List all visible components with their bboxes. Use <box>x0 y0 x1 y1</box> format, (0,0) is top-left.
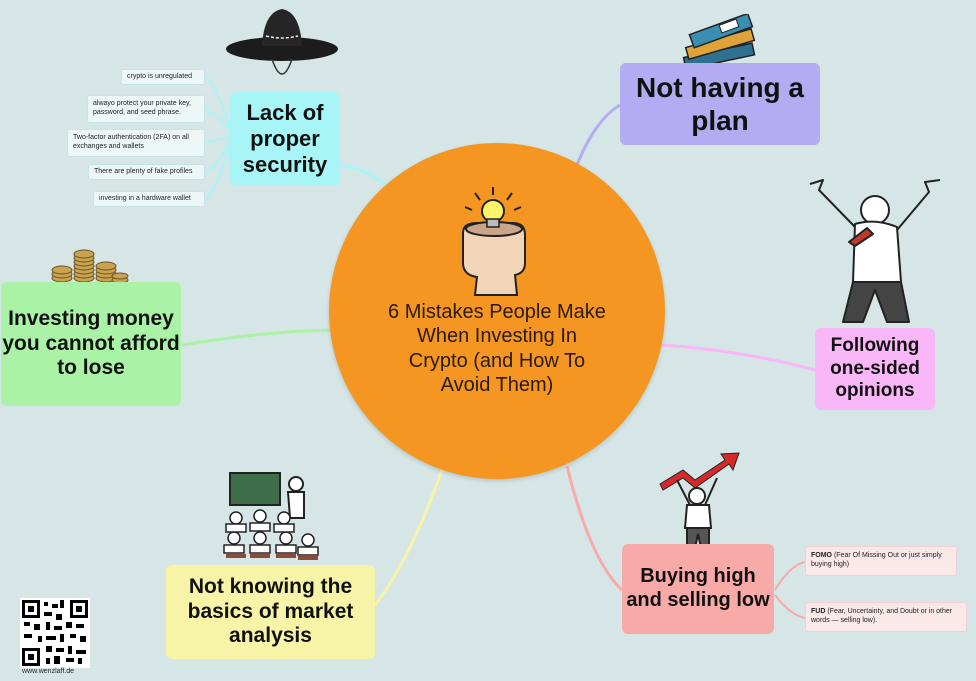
branch-lack-of-security-label: Lack of proper security <box>242 100 328 177</box>
branch-buying-high-label: Buying high and selling low <box>626 565 770 611</box>
branch-one-sided-opinions[interactable]: Following one-sided opinions <box>815 328 935 410</box>
man-rising-chart-icon <box>659 452 740 549</box>
buying-item-fud[interactable]: FUD (Fear, Uncertainty, and Doubt or in … <box>805 602 967 632</box>
security-item-hardware-wallet[interactable]: investing in a hardware wallet <box>93 191 205 207</box>
branch-lack-of-security[interactable]: Lack of proper security <box>230 92 340 186</box>
branch-no-plan[interactable]: Not having a plan <box>620 63 820 145</box>
security-item-private-key[interactable]: alwayo protect your private key, passwor… <box>87 95 205 123</box>
security-item-fake-profiles[interactable]: There are plenty of fake profiles <box>88 164 205 180</box>
central-topic[interactable] <box>329 143 665 479</box>
fud-term: FUD <box>811 608 826 616</box>
qr-caption: www.wenzlaff.de <box>22 668 75 675</box>
central-topic-title: 6 Mistakes People Make When Investing In… <box>388 301 606 397</box>
branch-market-analysis[interactable]: Not knowing the basics of market analysi… <box>166 565 375 659</box>
coin-stacks-icon <box>51 249 129 284</box>
branch-no-plan-label: Not having a plan <box>635 71 804 136</box>
sombrero-icon <box>226 9 338 75</box>
books-icon <box>682 14 756 70</box>
security-item-2fa[interactable]: Two-factor authentication (2FA) on all e… <box>67 129 205 157</box>
head-lightbulb-icon <box>462 187 526 296</box>
branch-buying-high[interactable]: Buying high and selling low <box>622 544 774 634</box>
branch-affordable-money[interactable]: Investing money you cannot afford to los… <box>1 282 181 406</box>
buying-item-fomo[interactable]: FOMO (Fear Of Missing Out or just simply… <box>805 546 957 576</box>
cheering-man-icon <box>809 179 941 323</box>
fomo-term: FOMO <box>811 552 832 560</box>
branch-one-sided-opinions-label: Following one-sided opinions <box>830 335 920 402</box>
qr-code-icon <box>20 598 90 668</box>
security-item-unregulated[interactable]: crypto is unregulated <box>121 69 205 85</box>
branch-market-analysis-label: Not knowing the basics of market analysi… <box>187 574 354 648</box>
branch-affordable-money-label: Investing money you cannot afford to los… <box>2 306 180 380</box>
classroom-icon <box>223 472 319 560</box>
